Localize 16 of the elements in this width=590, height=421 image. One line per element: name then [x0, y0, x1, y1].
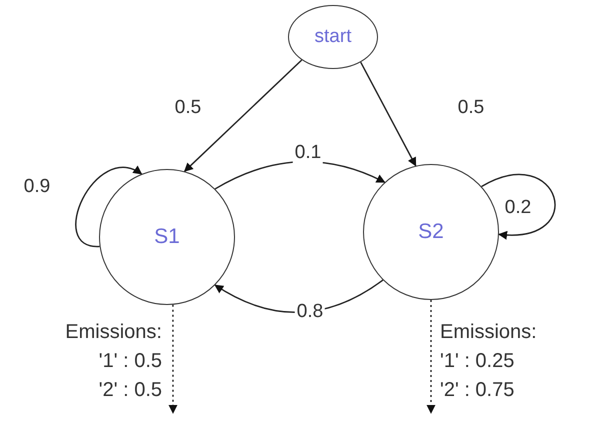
arrow — [184, 60, 302, 172]
emission-text: Emissions: — [65, 320, 162, 345]
state-label: start — [314, 26, 352, 48]
state-label: S2 — [418, 220, 444, 244]
emission-text: '1' : 0.25 — [440, 349, 514, 374]
state-label: S1 — [154, 225, 180, 249]
arrow — [426, 300, 436, 414]
emission-text: '2' : 0.5 — [98, 378, 162, 403]
emission-text: Emissions: — [440, 320, 537, 345]
arrow — [360, 62, 416, 167]
edge-label: 0.1 — [292, 142, 324, 164]
arrow — [168, 304, 178, 414]
arrow — [75, 166, 142, 248]
arrow — [481, 174, 556, 240]
emission-text: '1' : 0.5 — [98, 349, 162, 374]
emission-text: '2' : 0.75 — [440, 378, 514, 403]
